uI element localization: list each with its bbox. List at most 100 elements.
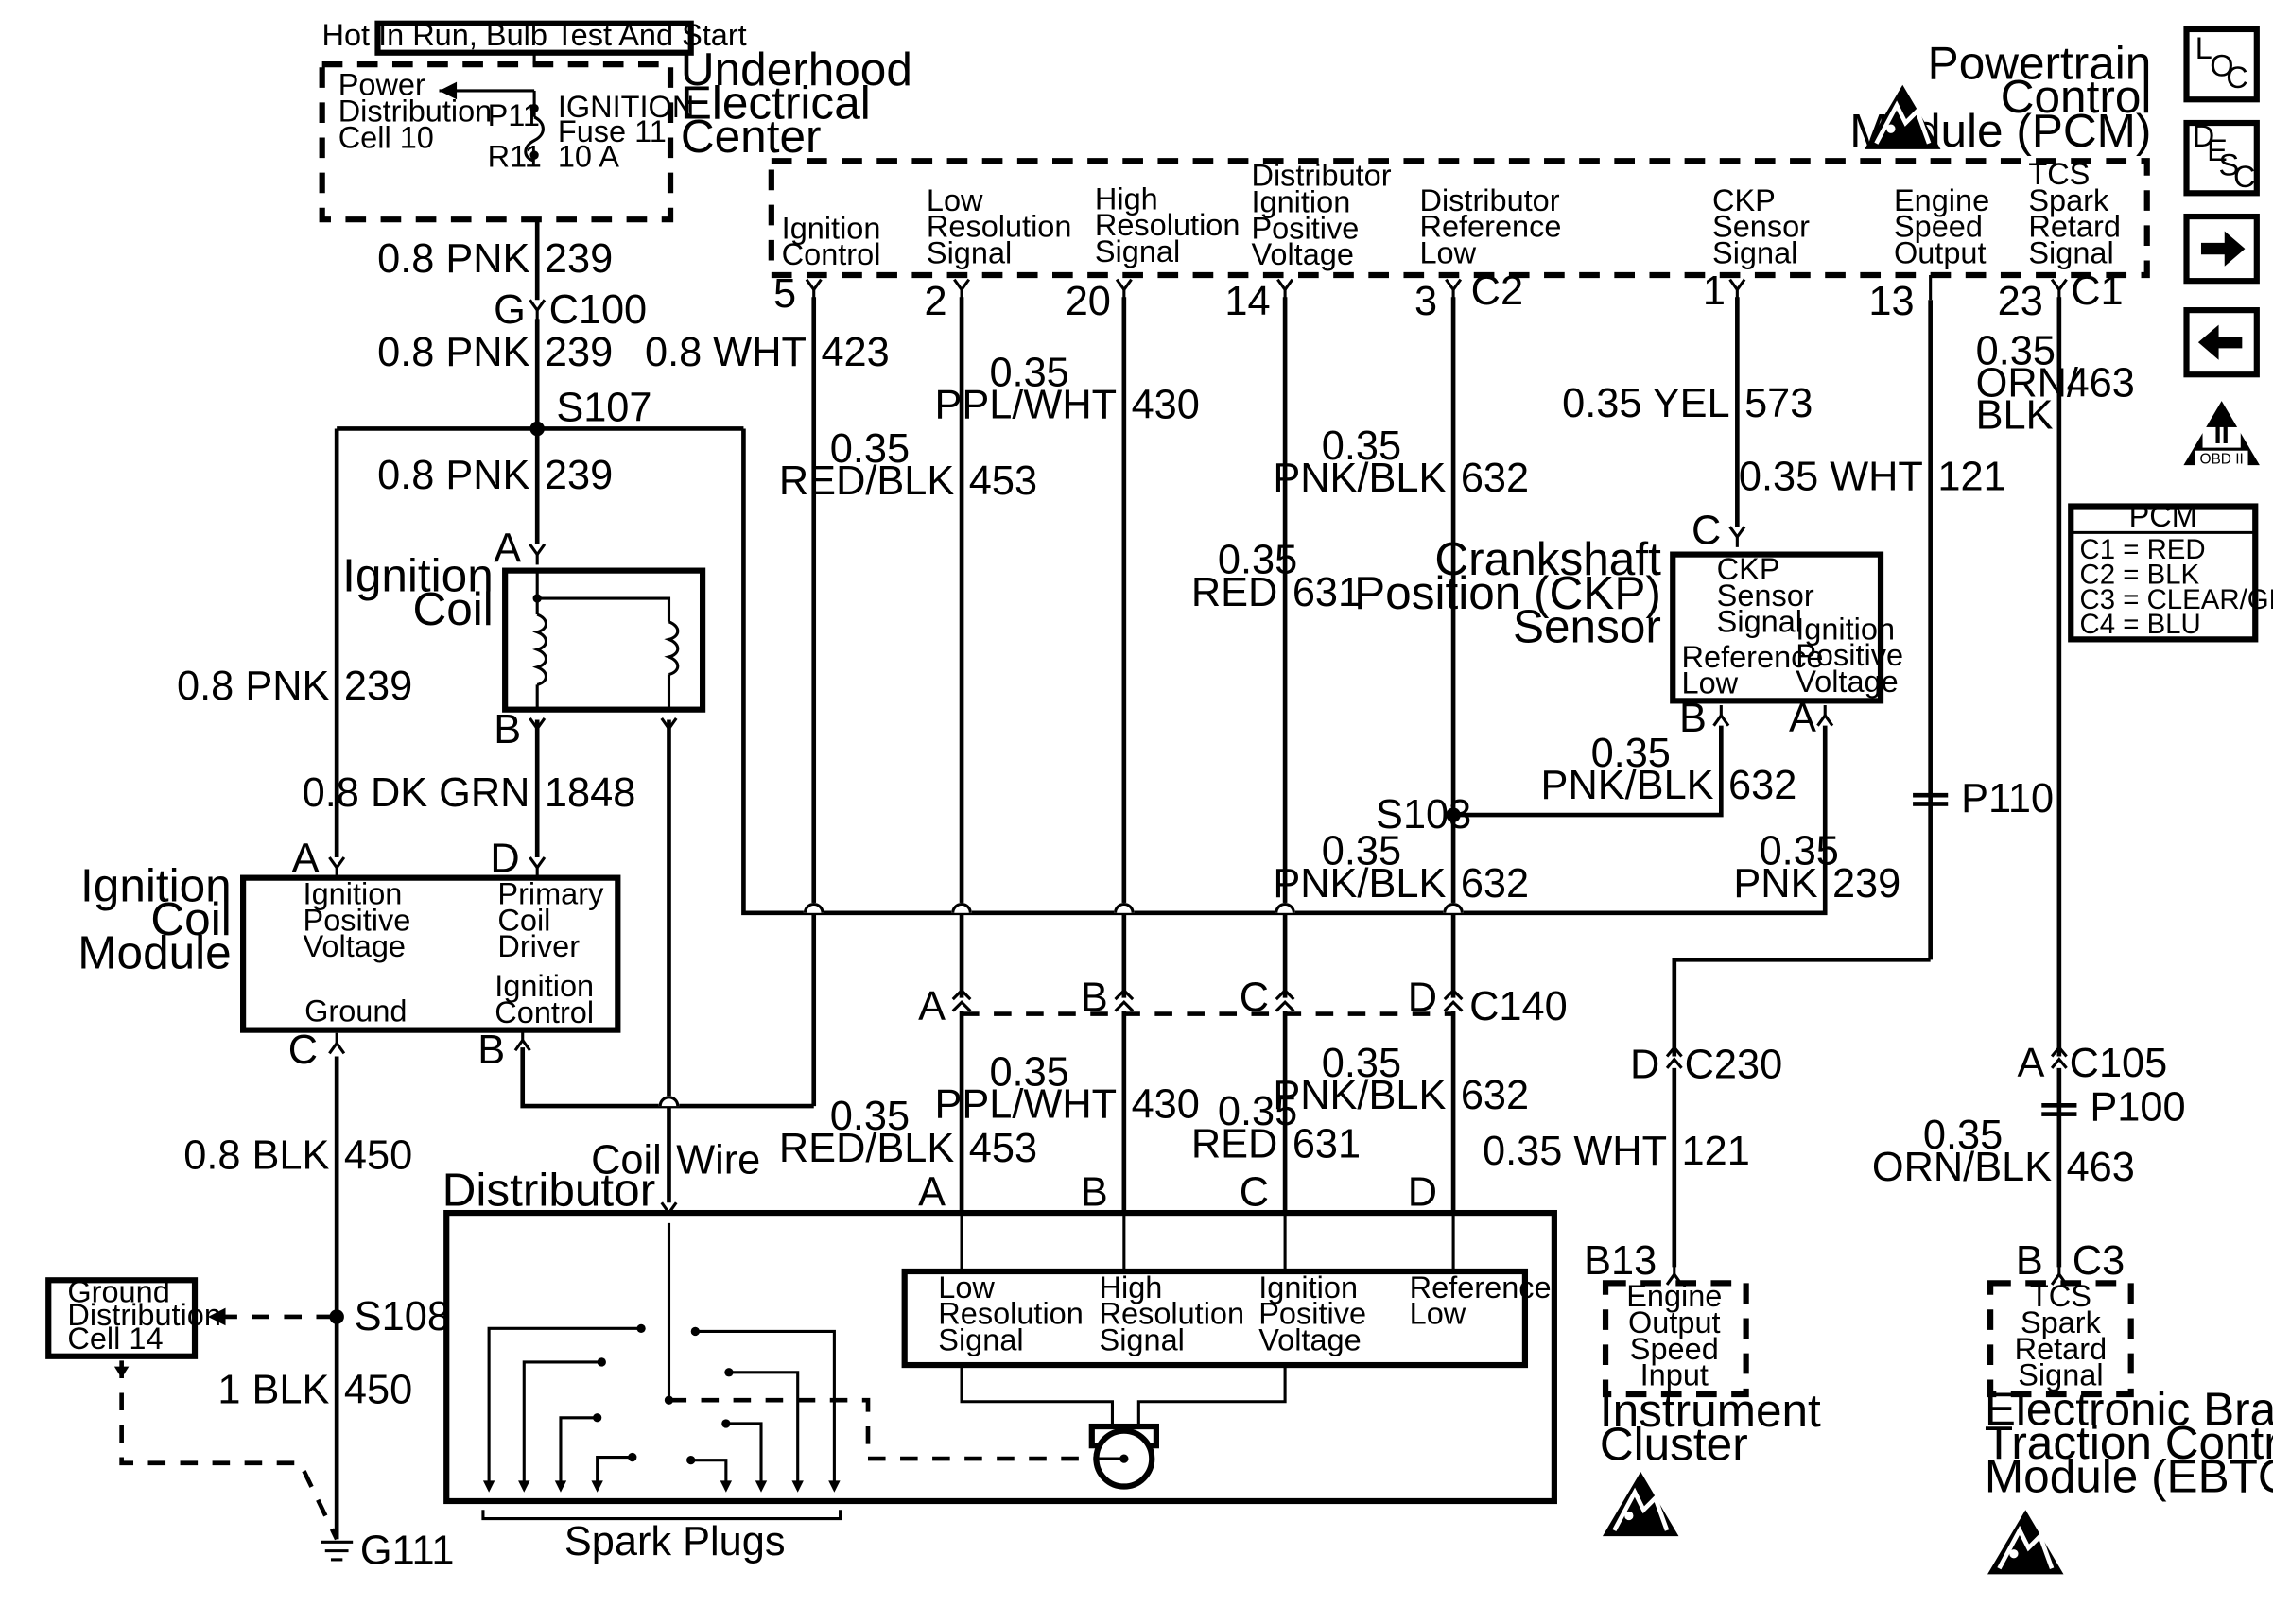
dist-mod-low-3: Signal — [938, 1323, 1023, 1357]
pcm-dashed-box — [768, 158, 2150, 279]
wire-631a-color: RED — [1191, 570, 1277, 615]
desc-icon[interactable] — [2183, 119, 2260, 197]
ground-g111-label: G111 — [360, 1529, 455, 1574]
wire-632b-color: PNK/BLK — [1541, 763, 1714, 808]
pcm: Powertrain Control Module (PCM) Ignition… — [768, 38, 2151, 324]
desc-letter-c: C — [2233, 160, 2255, 194]
cluster-label-1: Instrument — [1600, 1385, 1821, 1437]
dist-mod-ipv-1: Ignition — [1258, 1270, 1358, 1304]
legend-c2: C2 = BLK — [2080, 560, 2200, 591]
pcm-pin23-desc-1: TCS — [2028, 157, 2090, 191]
uec-label-1: Underhood — [681, 43, 912, 95]
wire-453a-circuit: 453 — [969, 458, 1037, 504]
ebtcm-label-1: Electronic Brake/ — [1985, 1384, 2273, 1436]
loc-icon[interactable] — [2183, 26, 2260, 103]
hot-in-run-text: Hot In Run, Bulb Test And Start — [321, 18, 746, 52]
pcm-pin1-desc-3: Signal — [1712, 236, 1797, 270]
wire-430b-circuit: 430 — [1132, 1081, 1200, 1127]
wire-239e-color: PNK — [1733, 861, 1817, 907]
pdc-dashed-box — [319, 61, 674, 223]
wire-631b-circuit: 631 — [1293, 1121, 1361, 1166]
ebtcm-input-4: Signal — [2018, 1358, 2103, 1392]
cluster-label-2: Cluster — [1600, 1419, 1748, 1471]
c140-pin-a: A — [918, 984, 946, 1029]
pcm-pin20-desc-3: Signal — [1095, 234, 1180, 268]
wire-121b-gauge: 0.35 WHT — [1483, 1129, 1667, 1174]
wire-239a-circuit: 239 — [545, 236, 613, 282]
wire-450a-circuit: 450 — [344, 1133, 412, 1179]
wire-239c-circuit: 239 — [545, 453, 613, 498]
wire-573-gauge: 0.35 YEL — [1562, 381, 1729, 426]
c230-pin: D — [1630, 1043, 1659, 1088]
wire-632d-gauge: 0.35 — [1322, 1041, 1401, 1086]
wire-631b-gauge: 0.35 — [1218, 1089, 1297, 1134]
ground-cell-label-3: Cell 14 — [67, 1322, 163, 1356]
wire-453a-color: RED/BLK — [779, 458, 955, 504]
ckp-sensor: Crankshaft Position (CKP) Sensor C CKP S… — [1354, 509, 1903, 741]
ckp-pin-a: A — [1789, 696, 1816, 741]
icm-pin-d: D — [490, 836, 519, 881]
ckp-sig-3: Signal — [1717, 605, 1802, 639]
wire-430a-circuit: 430 — [1132, 383, 1200, 428]
ignition-coil-label-2: Coil — [412, 583, 493, 635]
cluster-input-2: Output — [1628, 1305, 1721, 1339]
ignition-coil: Ignition Coil A B — [342, 526, 706, 752]
c140-pin-c: C — [1240, 975, 1269, 1020]
wire-239c-gauge: 0.8 PNK — [377, 453, 529, 498]
ground-distribution-cell: Ground Distribution Cell 14 — [45, 1274, 221, 1359]
pcm-pin3-desc-2: Reference — [1419, 210, 1561, 244]
c100-pin: G — [494, 287, 526, 333]
icm-ictl-1: Ignition — [495, 969, 594, 1003]
legend-c4: C4 = BLU — [2080, 609, 2201, 640]
ground-cell-label-2: Distribution — [67, 1298, 221, 1332]
pcm-pin-14: 14 — [1224, 279, 1270, 324]
splice-s108 — [329, 1309, 344, 1324]
spark-plugs-bracket — [481, 1510, 842, 1521]
wire-463a-circuit: 463 — [2067, 360, 2135, 406]
wire-453b-circuit: 453 — [969, 1126, 1037, 1171]
arrow-left-nav-icon — [2197, 324, 2243, 360]
coil-wire-label-2: Wire — [676, 1137, 760, 1183]
wire-430b-color: PPL/WHT — [935, 1081, 1118, 1127]
wire-631a-gauge: 0.35 — [1218, 538, 1297, 583]
wire-239d-circuit: 239 — [344, 664, 412, 709]
desc-letter-e: E — [2207, 133, 2228, 167]
ignition-coil-pin-b: B — [494, 707, 521, 752]
pcm-pin14-desc-2: Ignition — [1251, 184, 1350, 218]
cluster-input-1: Engine — [1626, 1279, 1722, 1313]
legend-c3: C3 = CLEAR/GRY — [2080, 584, 2273, 615]
side-icons: L O C D E S C II OBD II — [2183, 26, 2260, 468]
dist-mod-low-2: Resolution — [938, 1297, 1084, 1331]
wire-450b-gauge: 1 BLK — [217, 1367, 329, 1412]
splice-s107 — [529, 421, 545, 437]
wire-453b-color: RED/BLK — [779, 1126, 955, 1171]
fuse-icon — [524, 115, 545, 163]
wire-labels: 0.8 PNK 239 G C100 0.8 PNK 239 S107 0.8 … — [177, 236, 2186, 1574]
wire-1848-gauge: 0.8 DK GRN — [303, 770, 530, 816]
wire-573-circuit: 573 — [1744, 381, 1813, 426]
ckp-sig-1: CKP — [1717, 552, 1780, 586]
distributor: Distributor A B C D Low Resolution Signa… — [442, 1164, 1557, 1564]
ebtcm-label-3: Module (EBTCM) — [1985, 1451, 2273, 1503]
icm-pin-b: B — [477, 1028, 505, 1073]
pcm-pin13-desc-3: Output — [1894, 236, 1987, 270]
wire-463b-color: ORN/BLK — [1872, 1145, 2052, 1190]
fuse-p11: P11 — [488, 98, 540, 132]
c140-pin-b: B — [1081, 975, 1108, 1020]
pcm-connector-legend: PCM C1 = RED C2 = BLK C3 = CLEAR/GRY C4 … — [2068, 499, 2273, 643]
pcm-pin3-desc-1: Distributor — [1419, 183, 1559, 217]
wire-453b-gauge: 0.35 — [830, 1094, 910, 1139]
distributor-label: Distributor — [442, 1164, 656, 1216]
icm-ictl-2: Control — [495, 995, 594, 1029]
pcm-pin20-desc-2: Resolution — [1095, 208, 1241, 242]
uec-label-2: Electrical — [681, 77, 871, 129]
pdc-label-2: Distribution — [338, 94, 493, 128]
wire-423-circuit: 423 — [821, 330, 889, 375]
legend-c1: C1 = RED — [2080, 534, 2206, 565]
wire-239d-gauge: 0.8 PNK — [177, 664, 329, 709]
c230-label: C230 — [1685, 1043, 1783, 1088]
icm-ipv-1: Ignition — [304, 877, 403, 911]
icm-ipv-2: Positive — [304, 903, 411, 937]
cluster-pin-b13: B13 — [1584, 1238, 1657, 1284]
